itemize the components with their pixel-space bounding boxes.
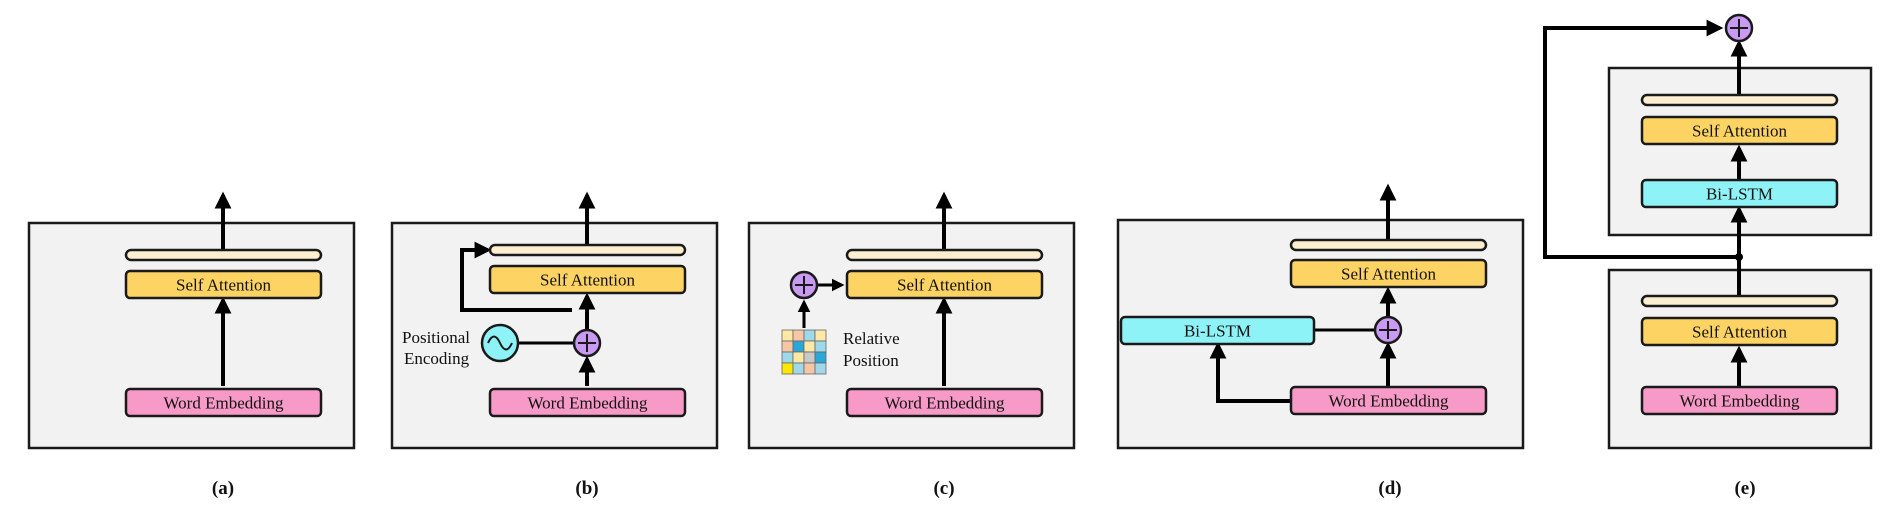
- caption-e: (e): [1734, 478, 1755, 499]
- panel-d: Self Attention Word Embedding Bi-LSTM (d…: [1116, 183, 1525, 499]
- panel-b-residual-path: [460, 241, 572, 312]
- panel-a-output-bar: [124, 248, 323, 262]
- caption-c: (c): [933, 478, 954, 499]
- panel-e-upper-output-bar: [1640, 93, 1839, 107]
- panel-d-self-attention-label: Self Attention: [1341, 265, 1436, 284]
- panel-a-word-embedding-block: Word Embedding: [124, 387, 323, 418]
- panel-d-output-bar: [1289, 238, 1488, 252]
- panel-e-upper-self-attention-block: Self Attention: [1640, 115, 1839, 146]
- matrix-cell: [781, 351, 794, 364]
- matrix-cell: [803, 351, 816, 364]
- panel-c: Self Attention Word Embedding Relative P…: [747, 191, 1076, 499]
- panel-d-word-embedding-label: Word Embedding: [1329, 392, 1449, 411]
- matrix-cell: [781, 362, 794, 375]
- panel-b-word-embedding-block: Word Embedding: [488, 387, 687, 418]
- panel-c-add-node-icon: [789, 270, 819, 300]
- panel-e-bi-lstm-label: Bi-LSTM: [1706, 185, 1773, 204]
- panel-c-word-embedding-block: Word Embedding: [845, 387, 1044, 418]
- panel-b-output-bar: [488, 243, 687, 257]
- caption-b: (b): [575, 478, 598, 499]
- panel-b-add-node-icon: [572, 328, 602, 358]
- matrix-cell: [803, 340, 816, 353]
- panel-e-residual-path: [1543, 19, 1739, 259]
- panel-e-bi-lstm-block: Bi-LSTM: [1640, 178, 1839, 209]
- panel-c-relative-position-matrix-icon: [781, 329, 827, 375]
- panel-b-self-attention-block: Self Attention: [488, 264, 687, 295]
- panel-c-word-embedding-label: Word Embedding: [885, 394, 1005, 413]
- panel-d-word-embedding-block: Word Embedding: [1289, 385, 1488, 416]
- matrix-cell: [803, 362, 816, 375]
- panel-a-self-attention-block: Self Attention: [124, 269, 323, 300]
- panel-e-lower-self-attention-block: Self Attention: [1640, 316, 1839, 347]
- matrix-cell: [792, 362, 805, 375]
- panel-e-upper-self-attention-label: Self Attention: [1692, 122, 1787, 141]
- panel-e-word-embedding-block: Word Embedding: [1640, 385, 1839, 416]
- panel-e-lower-self-attention-label: Self Attention: [1692, 323, 1787, 342]
- panel-c-self-attention-label: Self Attention: [897, 276, 992, 295]
- panel-c-self-attention-block: Self Attention: [845, 269, 1044, 300]
- matrix-cell: [814, 351, 827, 364]
- panel-a: Self Attention Word Embedding (a): [27, 191, 356, 499]
- matrix-cell: [792, 340, 805, 353]
- panel-e-junction-dot: [1735, 253, 1743, 261]
- panel-d-add-node-icon: [1373, 315, 1403, 345]
- panel-d-bi-lstm-label: Bi-LSTM: [1184, 322, 1251, 341]
- panel-d-self-attention-block: Self Attention: [1289, 258, 1488, 289]
- matrix-cell: [814, 340, 827, 353]
- panel-d-bi-lstm-block: Bi-LSTM: [1119, 315, 1316, 346]
- panel-c-output-bar: [845, 248, 1044, 262]
- panel-b-positional-encoding-icon: [480, 323, 520, 363]
- panel-a-self-attention-label: Self Attention: [176, 276, 271, 295]
- panel-b-self-attention-label: Self Attention: [540, 271, 635, 290]
- panel-b-word-embedding-label: Word Embedding: [528, 394, 648, 413]
- panel-e-add-node-icon: [1724, 13, 1754, 43]
- panel-a-word-embedding-label: Word Embedding: [164, 394, 284, 413]
- panel-e-word-embedding-label: Word Embedding: [1680, 392, 1800, 411]
- caption-d: (d): [1378, 478, 1401, 499]
- matrix-cell: [792, 329, 805, 342]
- panel-e-lower-output-bar: [1640, 294, 1839, 308]
- matrix-cell: [814, 329, 827, 342]
- panel-e: Self Attention Bi-LSTM Self Attention Wo…: [1543, 13, 1873, 499]
- matrix-cell: [814, 362, 827, 375]
- matrix-cell: [803, 329, 816, 342]
- matrix-cell: [792, 351, 805, 364]
- caption-a: (a): [212, 478, 234, 499]
- matrix-cell: [781, 340, 794, 353]
- panel-c-relative-position-label: Relative Position: [843, 329, 904, 370]
- matrix-cell: [781, 329, 794, 342]
- panel-b: Self Attention Word Embedding Positional…: [390, 191, 719, 499]
- panel-d-arrow-embed-to-bilstm: [1209, 341, 1292, 403]
- panel-b-positional-encoding-label: Positional Encoding: [402, 328, 474, 368]
